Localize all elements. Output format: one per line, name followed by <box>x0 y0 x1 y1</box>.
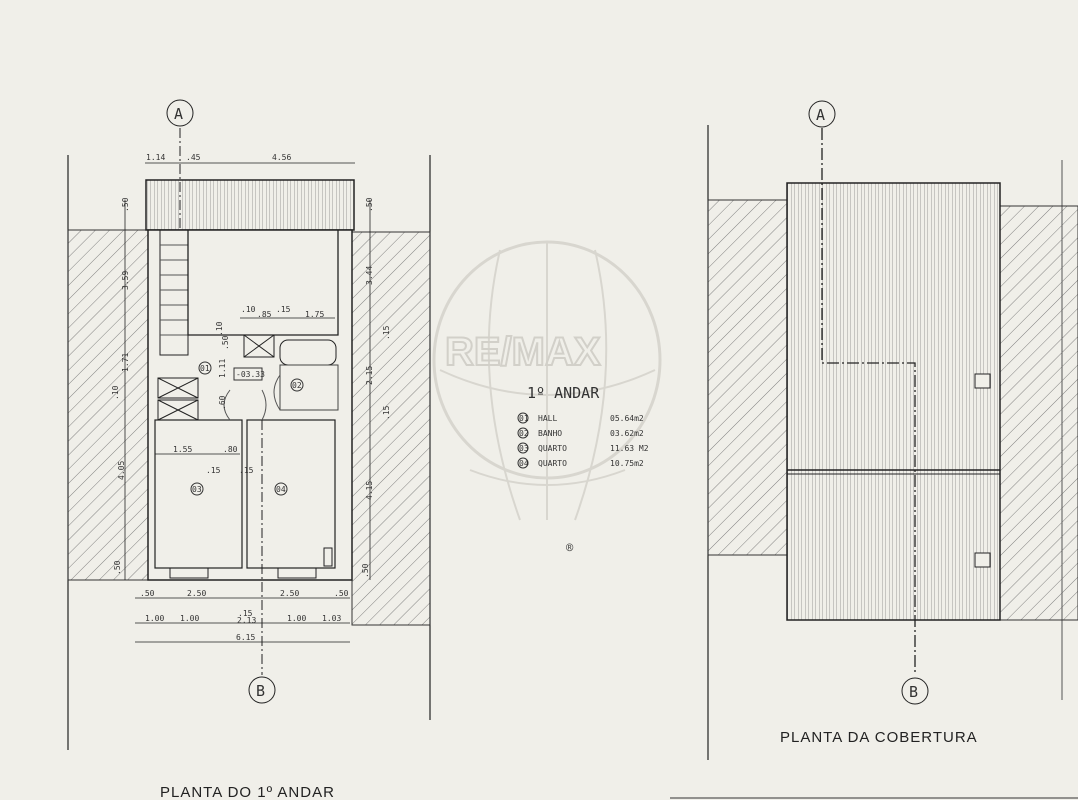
svg-text:B: B <box>909 683 918 701</box>
axis-b-marker: B <box>248 676 276 704</box>
svg-text:04: 04 <box>276 485 286 494</box>
svg-text:.10: .10 <box>111 385 120 400</box>
roof-axis-a-marker: A <box>808 100 836 128</box>
svg-text:QUARTO: QUARTO <box>538 444 567 453</box>
svg-text:1.75: 1.75 <box>305 310 324 319</box>
skylight <box>974 552 991 568</box>
svg-text:3.59: 3.59 <box>121 271 130 290</box>
svg-text:4.15: 4.15 <box>365 481 374 500</box>
svg-text:.15: .15 <box>276 305 291 314</box>
svg-text:01: 01 <box>200 364 210 373</box>
svg-text:.80: .80 <box>223 445 238 454</box>
svg-text:B: B <box>256 682 265 700</box>
legend-row: 04 QUARTO 10.75m2 <box>517 457 644 469</box>
svg-text:03: 03 <box>519 444 529 453</box>
dimensions-right: .50 3.44 .15 2.15 .15 4.15 .50 <box>361 197 391 578</box>
svg-text:1.03: 1.03 <box>322 614 341 623</box>
svg-text:1.71: 1.71 <box>121 353 130 372</box>
roof-axis-b-marker: B <box>901 677 929 705</box>
svg-text:.50: .50 <box>221 335 230 350</box>
floor-plan <box>67 128 431 750</box>
svg-text:4.05: 4.05 <box>117 461 126 480</box>
building-outline <box>147 229 353 581</box>
svg-text:.50: .50 <box>113 560 122 575</box>
neighbor-left-hatch <box>67 229 149 581</box>
svg-text:.60: .60 <box>218 395 227 410</box>
svg-text:1.11: 1.11 <box>218 359 227 378</box>
skylight <box>974 373 991 389</box>
svg-text:4.56: 4.56 <box>272 153 291 162</box>
svg-text:02: 02 <box>519 429 529 438</box>
svg-text:05.64m2: 05.64m2 <box>610 414 644 423</box>
dimensions-bottom: .50 2.50 .15 2.50 .50 1.00 1.00 2.13 1.0… <box>140 589 349 642</box>
svg-text:11.63 M2: 11.63 M2 <box>610 444 649 453</box>
roof-surface <box>786 182 1001 621</box>
roof-neighbor-right-hatch <box>999 205 1078 621</box>
axis-a-marker: A <box>166 99 194 127</box>
svg-text:.15: .15 <box>239 466 254 475</box>
svg-text:2.50: 2.50 <box>280 589 299 598</box>
svg-text:.10: .10 <box>241 305 256 314</box>
svg-text:.10: .10 <box>215 321 224 336</box>
legend-row: 02 BANHO 03.62m2 <box>517 427 644 439</box>
svg-text:10.75m2: 10.75m2 <box>610 459 644 468</box>
svg-text:.50: .50 <box>140 589 155 598</box>
roof-neighbor-left-hatch <box>707 199 788 556</box>
svg-text:01: 01 <box>519 414 529 423</box>
watermark-brand: RE/MAX <box>445 330 601 374</box>
dimensions-top: 1.14 .45 4.56 <box>146 153 291 162</box>
svg-text:.50: .50 <box>334 589 349 598</box>
roof-plan-title: PLANTA DA COBERTURA <box>780 729 978 746</box>
svg-text:1.14: 1.14 <box>146 153 165 162</box>
svg-text:2.50: 2.50 <box>187 589 206 598</box>
svg-text:.45: .45 <box>186 153 201 162</box>
svg-text:QUARTO: QUARTO <box>538 459 567 468</box>
svg-text:A: A <box>816 106 825 124</box>
svg-text:2.13: 2.13 <box>237 616 256 625</box>
svg-text:04: 04 <box>519 459 529 468</box>
svg-text:.85: .85 <box>257 310 272 319</box>
dimensions-inner: .10 .85 .15 1.75 .10 .50 1.11 .60 1.55 .… <box>173 305 324 475</box>
svg-text:02: 02 <box>292 381 302 390</box>
svg-text:BANHO: BANHO <box>538 429 562 438</box>
level-marker-box <box>233 367 263 381</box>
svg-text:2.15: 2.15 <box>365 366 374 385</box>
svg-text:.50: .50 <box>121 197 130 212</box>
svg-text:6.15: 6.15 <box>236 633 255 642</box>
svg-text:.50: .50 <box>365 197 374 212</box>
roof-plan <box>707 125 1078 760</box>
svg-text:.50: .50 <box>361 563 370 578</box>
roof-eave <box>145 179 355 231</box>
legend-row: 03 QUARTO 11.63 M2 <box>517 442 649 454</box>
svg-text:03: 03 <box>192 485 202 494</box>
neighbor-right-hatch <box>351 231 431 626</box>
svg-text:03.62m2: 03.62m2 <box>610 429 644 438</box>
svg-text:.15: .15 <box>238 609 253 618</box>
legend-heading: 1º ANDAR <box>527 384 600 402</box>
svg-text:1.00: 1.00 <box>145 614 164 623</box>
svg-text:.15: .15 <box>382 405 391 420</box>
svg-text:HALL: HALL <box>538 414 557 423</box>
legend-row: 01 HALL 05.64m2 <box>517 412 644 424</box>
floor-plan-title: PLANTA DO 1º ANDAR <box>160 784 335 800</box>
remax-watermark: RE/MAX ® <box>432 240 662 555</box>
dimensions-left: .50 3.59 1.71 .10 4.05 .50 <box>111 197 130 575</box>
svg-text:.15: .15 <box>206 466 221 475</box>
svg-text:3.44: 3.44 <box>365 266 374 285</box>
svg-text:1.00: 1.00 <box>287 614 306 623</box>
svg-text:1.55: 1.55 <box>173 445 192 454</box>
level-marker: -03.33 <box>236 370 265 379</box>
svg-text:A: A <box>174 105 183 123</box>
room-tags: 01 02 03 04 <box>190 361 304 496</box>
svg-text:.15: .15 <box>382 325 391 340</box>
svg-text:1.00: 1.00 <box>180 614 199 623</box>
watermark-registered: ® <box>566 541 574 555</box>
